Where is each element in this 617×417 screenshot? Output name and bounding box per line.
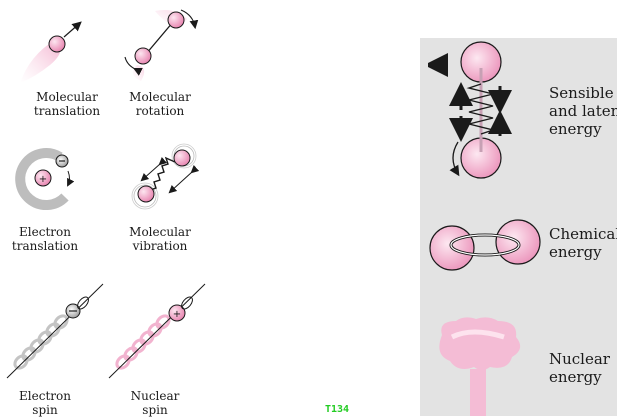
svg-text:+: + bbox=[39, 174, 47, 185]
sensible-latent-energy-label: Sensible and latent energy bbox=[549, 84, 617, 138]
molecular-vibration-caption: Molecular vibration bbox=[120, 225, 200, 253]
electron-translation-caption: Electron translation bbox=[5, 225, 85, 253]
electron-translation-figure: + bbox=[5, 145, 85, 215]
electron-spin-caption: Electron spin bbox=[5, 389, 85, 417]
molecular-rotation-figure bbox=[115, 5, 205, 87]
molecular-rotation-caption: Molecular rotation bbox=[115, 90, 205, 118]
molecular-translation-caption: Molecular translation bbox=[22, 90, 112, 118]
electron-spin-figure bbox=[3, 282, 108, 380]
nuclear-energy-figure bbox=[428, 315, 528, 416]
molecular-translation-figure bbox=[10, 15, 100, 87]
chemical-energy-figure bbox=[428, 210, 543, 280]
chemical-energy-label: Chemical energy bbox=[549, 225, 617, 261]
figure-tag: T134 bbox=[325, 404, 349, 415]
nuclear-energy-label: Nuclear energy bbox=[549, 350, 610, 386]
nuclear-spin-caption: Nuclear spin bbox=[115, 389, 195, 417]
sensible-latent-energy-figure bbox=[428, 40, 518, 190]
molecular-vibration-figure bbox=[120, 140, 210, 220]
svg-text:+: + bbox=[173, 309, 181, 320]
nuclear-spin-figure: + bbox=[105, 282, 210, 380]
